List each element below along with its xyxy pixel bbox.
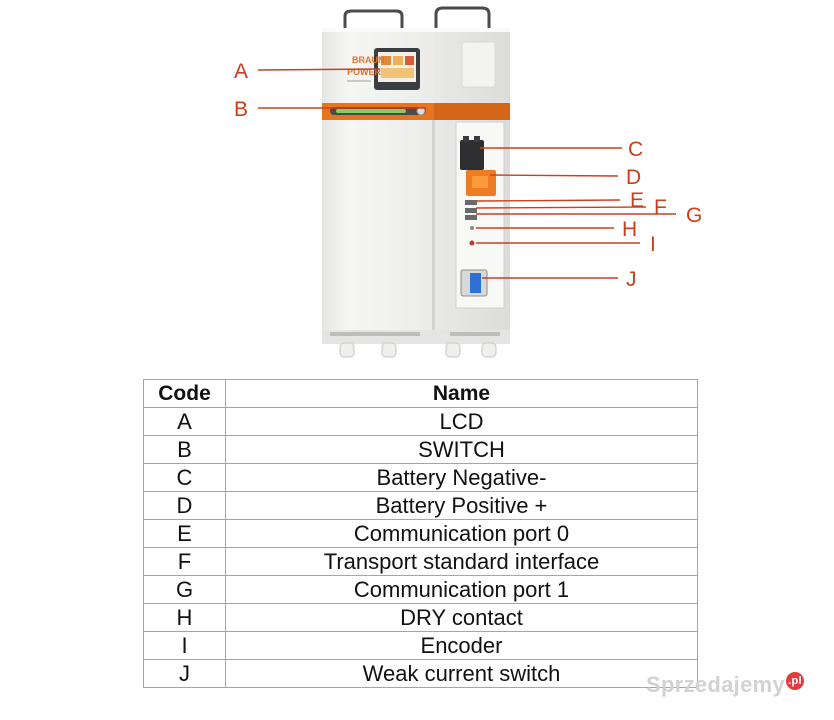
row-code: J [143, 659, 226, 688]
row-code: F [143, 547, 226, 576]
row-code: E [143, 519, 226, 548]
row-code: B [143, 435, 226, 464]
row-code: G [143, 575, 226, 604]
row-code: C [143, 463, 226, 492]
row-name: Battery Negative- [225, 463, 698, 492]
callout-c: C [628, 138, 643, 161]
callout-j: J [626, 268, 637, 291]
row-name: SWITCH [225, 435, 698, 464]
row-name: Encoder [225, 631, 698, 660]
row-code: I [143, 631, 226, 660]
row-code: A [143, 407, 226, 436]
row-name: Communication port 1 [225, 575, 698, 604]
lower-cabinet [322, 120, 510, 358]
row-name: LCD [225, 407, 698, 436]
row-code: D [143, 491, 226, 520]
callout-a: A [234, 60, 248, 83]
table-header-row: Code Name [143, 379, 698, 408]
brand-line1: BRAUN [352, 55, 385, 65]
callout-h: H [622, 218, 637, 241]
lcd-module: BRAUN POWER [347, 48, 420, 90]
brand-line2: POWER [347, 67, 382, 77]
right-handle [434, 6, 491, 34]
callout-d: D [626, 166, 641, 189]
callout-b: B [234, 98, 248, 121]
row-name: Battery Positive + [225, 491, 698, 520]
left-handle [343, 9, 404, 34]
row-name: Communication port 0 [225, 519, 698, 548]
callout-e: E [630, 189, 644, 212]
watermark-badge: .pl [786, 672, 805, 690]
callout-lines [257, 68, 676, 279]
callout-line-e [475, 199, 621, 202]
row-name: DRY contact [225, 603, 698, 632]
callout-i: I [650, 233, 656, 256]
switch-band [322, 103, 510, 120]
callout-line-f [475, 206, 647, 209]
row-name: Weak current switch [225, 659, 698, 688]
callout-f: F [654, 196, 667, 219]
header-code: Code [143, 379, 226, 408]
row-name: Transport standard interface [225, 547, 698, 576]
watermark: Sprzedajemy.pl [646, 672, 805, 698]
header-name: Name [225, 379, 698, 408]
callout-g: G [686, 204, 702, 227]
row-code: H [143, 603, 226, 632]
callout-line-d [489, 174, 619, 177]
watermark-text: Sprzedajemy [646, 672, 786, 697]
callout-line-a [257, 68, 381, 71]
